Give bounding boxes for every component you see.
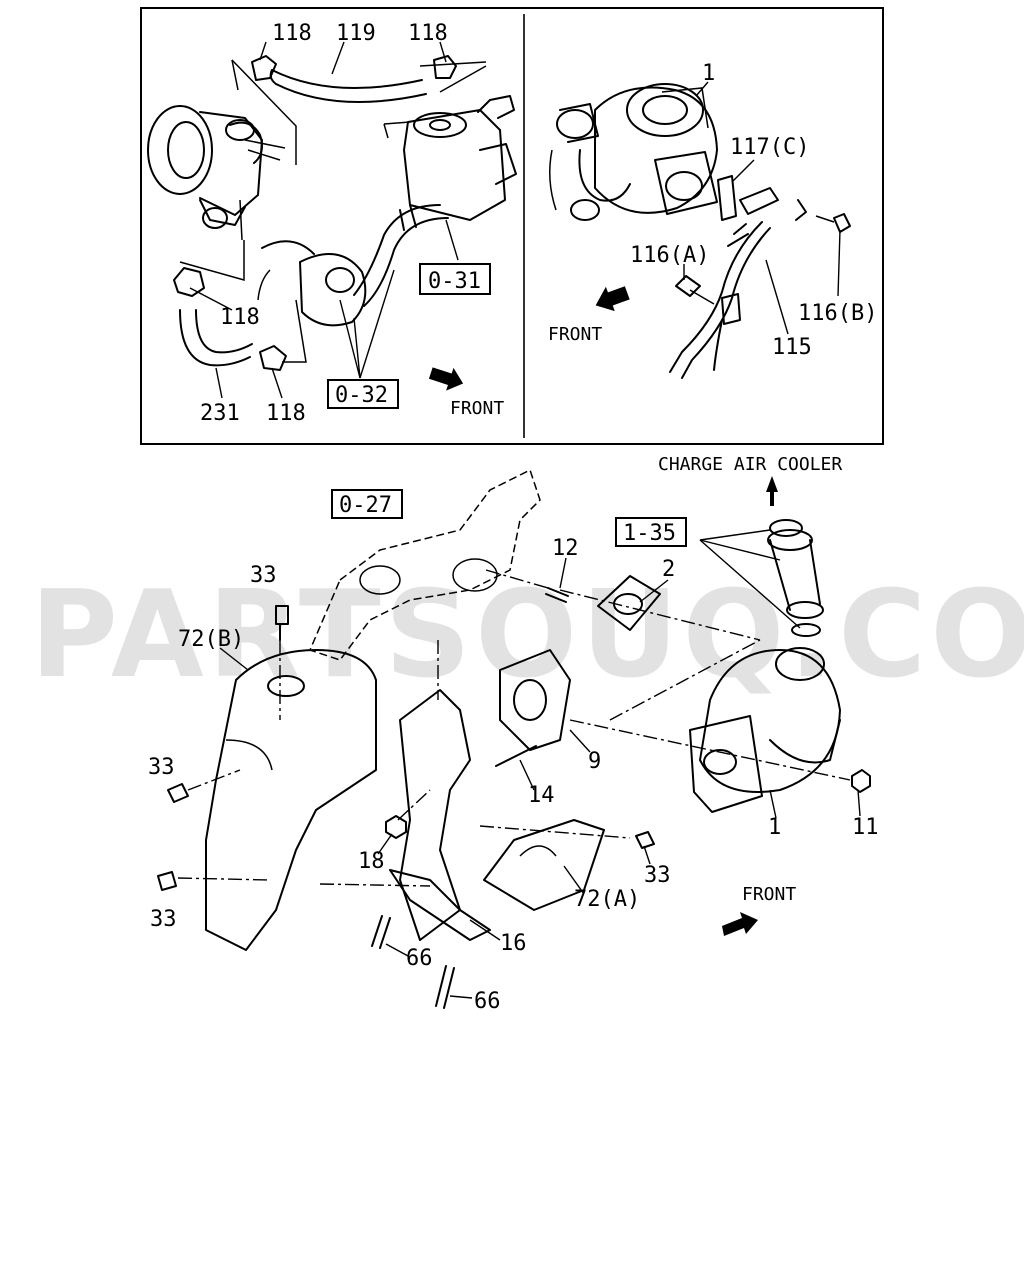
inset-frame bbox=[140, 7, 884, 445]
label-11: 11 bbox=[852, 815, 879, 840]
left-inset-leaders bbox=[189, 41, 459, 399]
label-12: 12 bbox=[552, 536, 579, 561]
front-arrow-icon-main bbox=[722, 912, 758, 936]
label-118-mid: 118 bbox=[220, 305, 260, 330]
label-33-left-lower: 33 bbox=[150, 907, 177, 932]
charge-air-cooler-label: CHARGE AIR COOLER bbox=[658, 454, 842, 475]
label-33-top: 33 bbox=[250, 563, 277, 588]
main-alignment-lines bbox=[177, 569, 851, 887]
ref-box-0-32 bbox=[327, 379, 399, 409]
ref-0-32: 0-32 bbox=[335, 383, 388, 408]
ref-1-35: 1-35 bbox=[623, 521, 676, 546]
up-arrow-icon bbox=[766, 476, 778, 506]
label-72b: 72(B) bbox=[178, 627, 244, 652]
right-inset-leaders bbox=[683, 81, 841, 335]
label-116a: 116(A) bbox=[630, 243, 709, 268]
front-label-left-inset: FRONT bbox=[450, 398, 504, 419]
label-116b: 116(B) bbox=[798, 301, 877, 326]
front-label-main: FRONT bbox=[742, 884, 796, 905]
label-66-lower: 66 bbox=[474, 989, 501, 1014]
label-1-main: 1 bbox=[768, 815, 781, 840]
left-inset-parts bbox=[147, 55, 517, 371]
front-arrow-icon bbox=[428, 367, 464, 391]
label-72a: 72(A) bbox=[574, 887, 640, 912]
label-117c: 117(C) bbox=[730, 135, 809, 160]
label-2: 2 bbox=[662, 557, 675, 582]
label-18: 18 bbox=[358, 849, 385, 874]
ref-box-1-35 bbox=[615, 517, 687, 547]
front-arrow-icon-right bbox=[595, 286, 630, 312]
ref-0-31: 0-31 bbox=[428, 269, 481, 294]
label-115: 115 bbox=[772, 335, 812, 360]
label-1-right-inset: 1 bbox=[702, 61, 715, 86]
ref-0-27: 0-27 bbox=[339, 493, 392, 518]
label-118-top-right: 118 bbox=[408, 21, 448, 46]
label-14: 14 bbox=[528, 783, 555, 808]
label-118-top-left: 118 bbox=[272, 21, 312, 46]
label-66-upper: 66 bbox=[406, 946, 433, 971]
main-leaders bbox=[219, 529, 861, 999]
label-33-right: 33 bbox=[644, 863, 671, 888]
label-9: 9 bbox=[588, 749, 601, 774]
right-inset-parts bbox=[549, 83, 851, 379]
label-33-left-upper: 33 bbox=[148, 755, 175, 780]
label-16: 16 bbox=[500, 931, 527, 956]
label-119: 119 bbox=[336, 21, 376, 46]
ref-box-0-27 bbox=[331, 489, 403, 519]
label-231: 231 bbox=[200, 401, 240, 426]
label-118-bottom: 118 bbox=[266, 401, 306, 426]
watermark: PARTSOUQ.COM bbox=[30, 566, 1024, 705]
main-parts bbox=[157, 468, 871, 1009]
ref-box-0-31 bbox=[419, 263, 491, 295]
front-label-right-inset: FRONT bbox=[548, 324, 602, 345]
